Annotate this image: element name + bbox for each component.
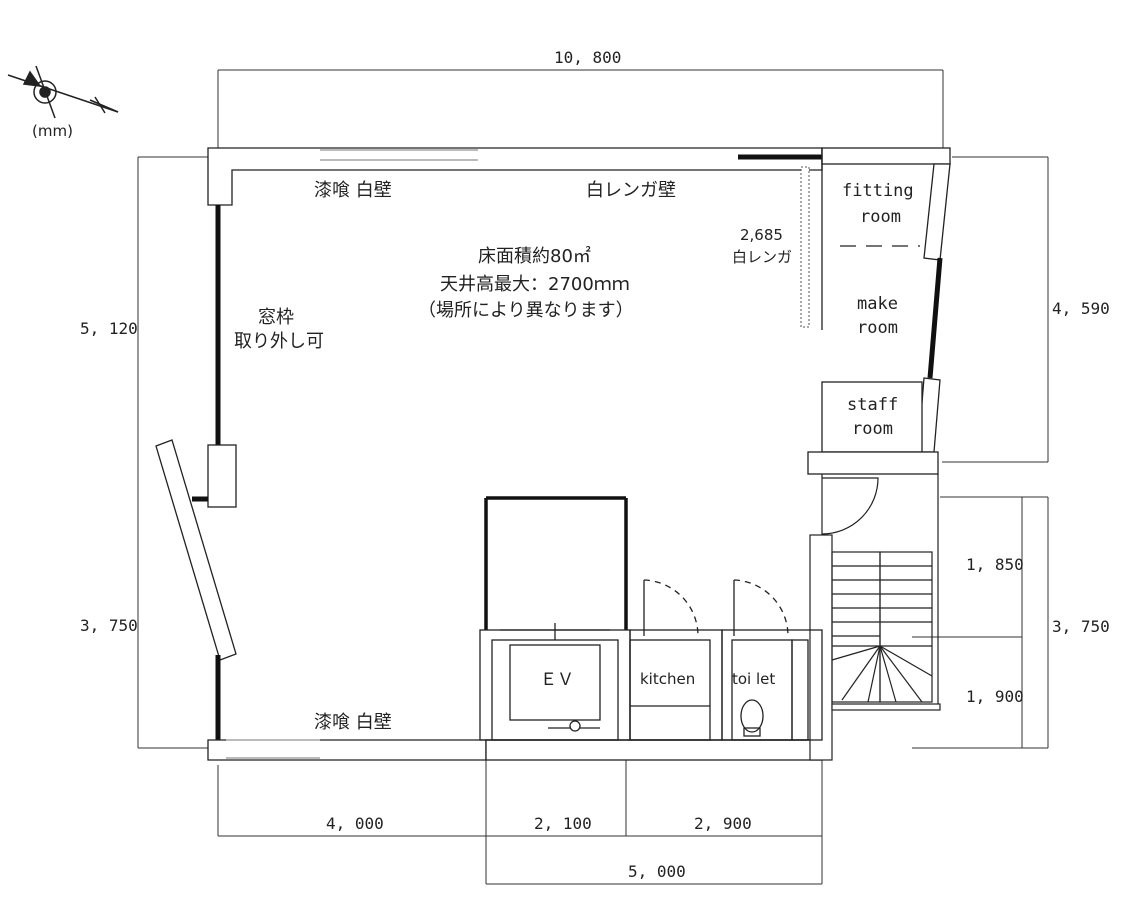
room-staff-2: room [852, 419, 893, 439]
dim-top-width: 10, 800 [554, 48, 621, 67]
dim-left-lower: 3, 750 [80, 616, 138, 635]
wall-label-top-right: 白レンガ壁 [586, 180, 676, 201]
floor-area: 床面積約80㎡ [478, 245, 591, 267]
partition-height: 2,685 [740, 226, 783, 244]
room-toilet: toi let [732, 670, 775, 688]
room-make-1: make [857, 294, 898, 314]
toilet-room [721, 579, 823, 741]
room-fitting-2: room [860, 207, 901, 227]
brick-partition [800, 166, 810, 328]
room-ev: ＥＶ [540, 670, 574, 690]
dim-stair-upper: 1, 850 [966, 555, 1024, 574]
dim-bottom-2: 2, 100 [534, 814, 592, 833]
dim-bottom-3: 2, 900 [694, 814, 752, 833]
compass-north-icon [7, 65, 119, 119]
window-label-1: 窓枠 [258, 307, 294, 328]
kitchen-room [629, 579, 723, 741]
wall-label-top-left: 漆喰 白壁 [314, 180, 392, 201]
dim-right-upper: 4, 590 [1052, 299, 1110, 318]
staircase [809, 474, 941, 761]
dim-right-lower: 3, 750 [1052, 617, 1110, 636]
room-staff-1: staff [847, 395, 898, 415]
dim-stair-lower: 1, 900 [966, 687, 1024, 706]
room-make-2: room [857, 318, 898, 338]
dimension-lines [137, 69, 1049, 885]
partition-label: 白レンガ [732, 248, 792, 266]
dim-left-upper: 5, 120 [80, 319, 138, 338]
window-label-2: 取り外し可 [234, 331, 324, 352]
ceiling-note: （場所により異なります） [418, 300, 634, 321]
elevator [479, 496, 631, 741]
dim-bottom-total: 5, 000 [628, 862, 686, 881]
walls [155, 147, 823, 761]
wall-label-bottom: 漆喰 白壁 [314, 712, 392, 733]
right-rooms [807, 147, 951, 475]
unit-label: (mm) [32, 122, 73, 140]
dim-bottom-1: 4, 000 [326, 814, 384, 833]
room-fitting-1: fitting [842, 181, 914, 201]
ceiling-height: 天井高最大：2700ｍｍ [440, 274, 630, 295]
room-kitchen: kitchen [640, 670, 695, 688]
